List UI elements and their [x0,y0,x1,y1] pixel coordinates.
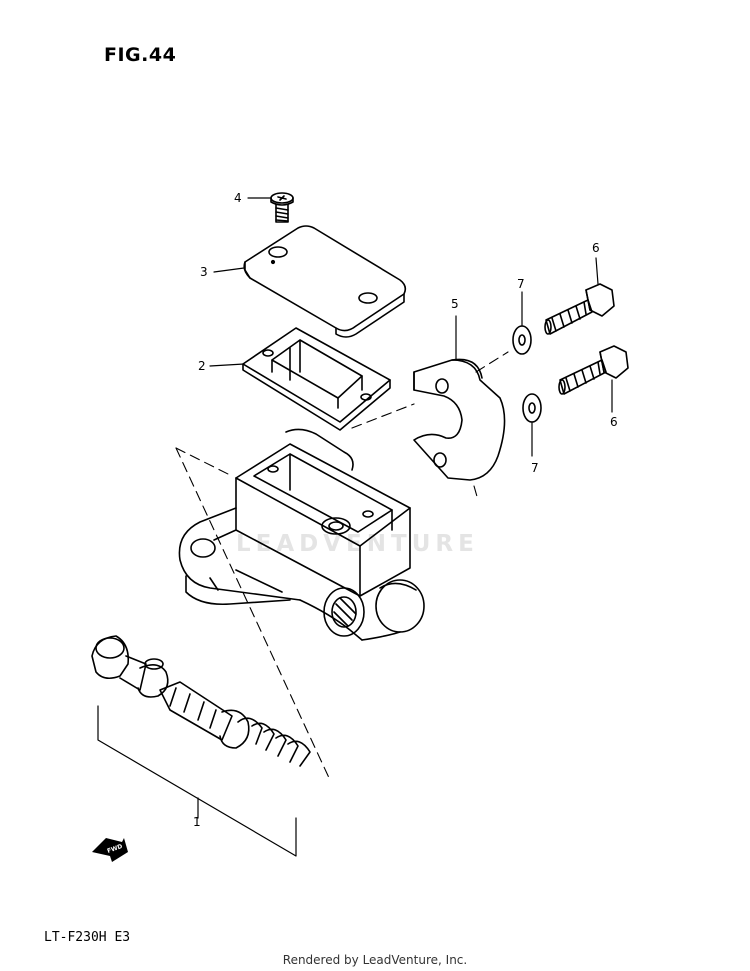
alignment-lines [175,351,509,781]
callout-7-upper: 7 [517,277,525,291]
part-1-piston-kit [91,635,311,767]
callout-3: 3 [200,265,208,279]
callout-6-lower: 6 [610,415,618,429]
part-4-screw [270,192,294,223]
part-5-clamp [413,358,506,481]
part-6-bolt-lower [558,345,629,395]
part-2-diaphragm [242,327,391,431]
callout-4: 4 [234,191,242,205]
callout-2: 2 [198,359,206,373]
callout-1: 1 [193,815,201,829]
fwd-arrow-icon [92,838,128,862]
part-6-bolt-upper [544,283,615,335]
figure-title: FIG.44 [104,44,177,66]
part-7-washers [512,325,542,423]
fwd-label: FWD [106,843,123,855]
callout-7-lower: 7 [531,461,539,475]
callout-6-upper: 6 [592,241,600,255]
footer-credit: Rendered by LeadVenture, Inc. [282,953,468,967]
callout-5: 5 [451,297,459,311]
part-3-reservoir-cap [243,225,407,338]
master-cylinder-body [178,428,425,641]
model-code: LT-F230H E3 [44,930,131,945]
leader-lines [97,197,613,857]
